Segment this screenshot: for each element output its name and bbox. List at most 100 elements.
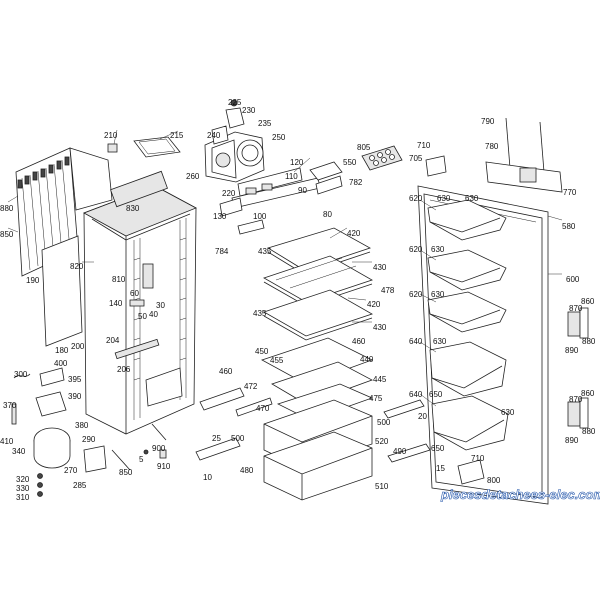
part-label-25: 25: [212, 434, 221, 443]
compressor-group: [11, 367, 107, 497]
part-label-130: 130: [213, 212, 227, 221]
part-label-500b: 500: [377, 418, 391, 427]
part-label-710b: 710: [471, 454, 485, 463]
glass-shelves: [263, 227, 373, 341]
part-label-206: 206: [117, 365, 131, 374]
part-label-215: 215: [170, 131, 184, 140]
part-label-390: 390: [68, 392, 82, 401]
part-label-830: 830: [126, 204, 140, 213]
part-label-230: 230: [242, 106, 256, 115]
part-label-435a: 435: [258, 247, 272, 256]
part-label-600: 600: [566, 275, 580, 284]
part-label-705: 705: [409, 154, 423, 163]
part-label-450: 450: [255, 347, 269, 356]
part-label-790: 790: [481, 117, 495, 126]
back-panel: [41, 235, 83, 347]
part-label-630c: 630: [431, 245, 445, 254]
part-label-20: 20: [418, 412, 427, 421]
part-label-290: 290: [82, 435, 96, 444]
part-label-820: 820: [70, 262, 84, 271]
part-label-880: 880: [0, 204, 14, 213]
part-label-235: 235: [258, 119, 272, 128]
top-cover-panel: [107, 136, 181, 158]
part-label-490: 490: [393, 447, 407, 456]
part-label-340: 340: [12, 447, 26, 456]
part-label-520: 520: [375, 437, 389, 446]
part-label-850b: 850: [119, 468, 133, 477]
part-label-190: 190: [26, 276, 40, 285]
part-label-780: 780: [485, 142, 499, 151]
part-label-395: 395: [68, 375, 82, 384]
cabinet-body: [83, 170, 197, 435]
part-label-320: 320: [16, 475, 30, 484]
part-label-260: 260: [186, 172, 200, 181]
part-label-455: 455: [270, 356, 284, 365]
part-label-140: 140: [109, 299, 123, 308]
part-label-650a: 650: [429, 390, 443, 399]
watermark-text: piecesdetachees-elec.com: [440, 487, 600, 502]
crisper-area: [195, 337, 431, 501]
part-label-475: 475: [369, 394, 383, 403]
part-label-860b: 860: [581, 389, 595, 398]
part-label-80: 80: [323, 210, 332, 219]
part-label-220: 220: [222, 189, 236, 198]
part-label-580: 580: [562, 222, 576, 231]
feet-and-bottom: [111, 423, 167, 471]
part-label-60: 60: [130, 289, 139, 298]
part-label-285: 285: [73, 481, 87, 490]
part-label-210: 210: [104, 131, 118, 140]
part-label-800: 800: [487, 476, 501, 485]
part-label-770: 770: [563, 188, 577, 197]
part-label-250: 250: [272, 133, 286, 142]
part-label-50: 50: [138, 312, 147, 321]
part-label-330: 330: [16, 484, 30, 493]
part-label-910: 910: [157, 462, 171, 471]
part-label-445: 445: [373, 375, 387, 384]
part-label-440: 440: [360, 355, 374, 364]
fan-housing-assembly: [204, 99, 265, 183]
part-label-435b: 435: [253, 309, 267, 318]
part-label-310: 310: [16, 493, 30, 502]
part-label-900: 900: [152, 444, 166, 453]
part-label-200: 200: [71, 342, 85, 351]
part-label-784: 784: [215, 247, 229, 256]
part-label-630f: 630: [501, 408, 515, 417]
door-bins: [427, 199, 509, 451]
part-label-10: 10: [203, 473, 212, 482]
part-label-630e: 630: [433, 337, 447, 346]
part-label-40: 40: [149, 310, 158, 319]
part-label-805: 805: [357, 143, 371, 152]
door-top-bracket: [425, 117, 563, 193]
part-label-225: 225: [228, 98, 242, 107]
part-label-880c: 880: [582, 427, 596, 436]
part-label-204: 204: [106, 336, 120, 345]
part-label-460a: 460: [352, 337, 366, 346]
bottom-hinge: [457, 459, 485, 485]
part-label-810: 810: [112, 275, 126, 284]
part-label-5: 5: [139, 455, 144, 464]
part-label-860a: 860: [581, 297, 595, 306]
part-label-880b: 880: [582, 337, 596, 346]
part-label-850: 850: [0, 230, 14, 239]
part-label-640b: 640: [409, 390, 423, 399]
part-label-430b: 430: [373, 323, 387, 332]
part-label-472: 472: [244, 382, 258, 391]
leader-lines: [7, 129, 563, 407]
part-label-270: 270: [64, 466, 78, 475]
part-label-782: 782: [349, 178, 363, 187]
part-label-420a: 420: [347, 229, 361, 238]
control-panel: [219, 167, 321, 235]
part-label-300: 300: [14, 370, 28, 379]
part-label-370: 370: [3, 401, 17, 410]
part-label-460b: 460: [219, 367, 233, 376]
door-hinges: [567, 307, 589, 429]
part-label-620b: 620: [409, 245, 423, 254]
part-label-90: 90: [298, 186, 307, 195]
part-label-100: 100: [253, 212, 267, 221]
part-label-620a: 620: [409, 194, 423, 203]
part-label-15: 15: [436, 464, 445, 473]
part-label-120: 120: [290, 158, 304, 167]
part-label-480: 480: [240, 466, 254, 475]
